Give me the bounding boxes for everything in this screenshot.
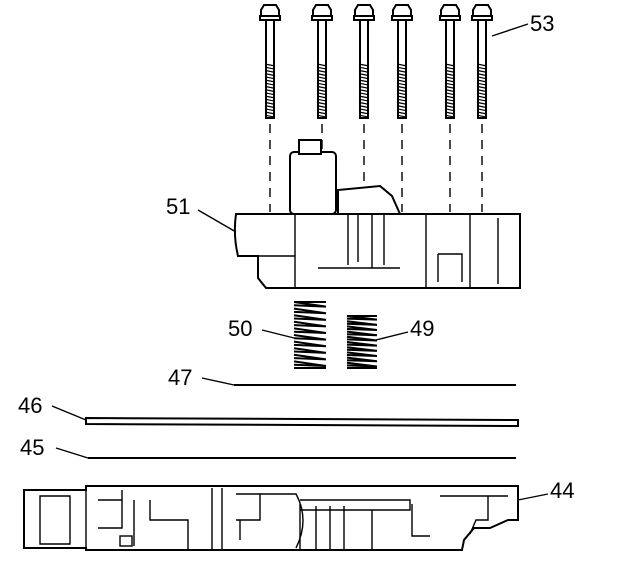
valve-body-cover-51 bbox=[233, 139, 521, 289]
callout-49: 49 bbox=[410, 316, 434, 341]
callout-47: 47 bbox=[168, 365, 192, 390]
bolt bbox=[353, 4, 375, 119]
bolt bbox=[439, 4, 461, 119]
callout-44: 44 bbox=[550, 478, 574, 503]
leader-lines bbox=[51, 23, 549, 501]
separator-plate-46 bbox=[85, 416, 519, 428]
callout-51: 51 bbox=[166, 194, 190, 219]
callout-45: 45 bbox=[20, 435, 44, 460]
spring-50 bbox=[293, 301, 327, 369]
bolt bbox=[471, 4, 493, 119]
callout-46: 46 bbox=[18, 393, 42, 418]
bolt bbox=[391, 4, 413, 119]
callout-53: 53 bbox=[530, 11, 554, 36]
valve-body-44 bbox=[23, 485, 519, 551]
bolt-set-53 bbox=[259, 4, 493, 119]
callout-50: 50 bbox=[228, 316, 252, 341]
spring-49 bbox=[346, 315, 378, 369]
bolt bbox=[259, 4, 281, 119]
bolt bbox=[311, 4, 333, 119]
